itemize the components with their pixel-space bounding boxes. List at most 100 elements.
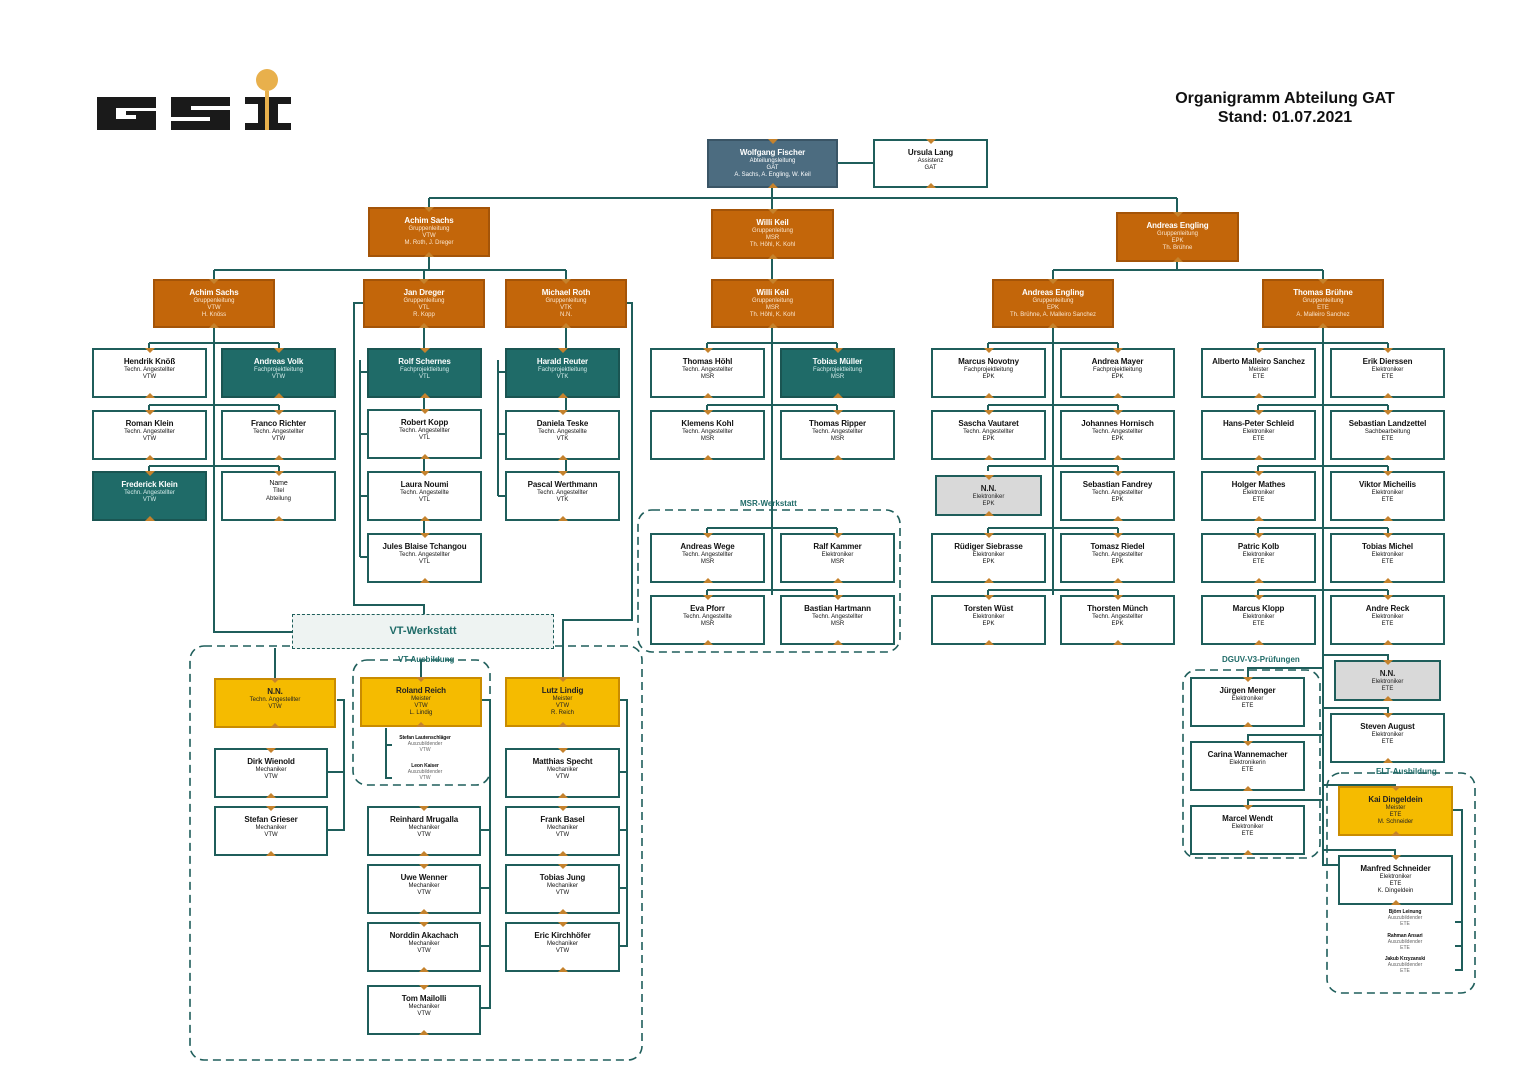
person-role: Techn. Angestellte bbox=[683, 613, 732, 620]
person-name: Jakub Krzyzanski bbox=[1384, 956, 1426, 962]
person-unit: MSR bbox=[700, 558, 715, 565]
person-name: N.N. bbox=[980, 484, 997, 493]
person-role: Techn. Angestellter bbox=[1092, 613, 1143, 620]
gsi-logo bbox=[97, 69, 291, 130]
person-unit: VTK bbox=[556, 496, 569, 503]
person-unit: VTW bbox=[555, 889, 570, 896]
person-role: Gruppenleitung bbox=[403, 297, 445, 304]
connector-line bbox=[497, 302, 633, 677]
date-text: Stand: 01.07.2021 bbox=[1217, 109, 1353, 127]
person-name: Sebastian Fandrey bbox=[1082, 480, 1153, 489]
person-unit: Abteilung bbox=[265, 495, 292, 502]
person-role: Gruppenleitung bbox=[193, 297, 235, 304]
person-unit: ETE bbox=[1381, 373, 1394, 380]
person-name: Thomas Ripper bbox=[809, 419, 866, 428]
person-name: Marcus Klopp bbox=[1232, 604, 1285, 613]
person-name: Daniela Teske bbox=[536, 419, 589, 428]
person-unit: EPK bbox=[1111, 558, 1124, 565]
person-role: Auszubildender bbox=[1387, 939, 1423, 945]
person-role: Elektroniker bbox=[1242, 489, 1275, 496]
person-name: Marcel Wendt bbox=[1222, 814, 1273, 823]
person-name: Björn Leinung bbox=[1388, 909, 1422, 915]
person-name: Roland Reich bbox=[396, 686, 446, 695]
person-unit: EPK bbox=[982, 435, 995, 442]
person-role: Meister bbox=[1248, 366, 1269, 373]
person-role: Elektroniker bbox=[1231, 695, 1264, 702]
person-role: Elektroniker bbox=[1371, 551, 1404, 558]
person-unit: ETE bbox=[1389, 880, 1402, 887]
person-deputy: N.N. bbox=[560, 311, 572, 318]
person-role: Elektroniker bbox=[972, 551, 1005, 558]
person-unit: VTW bbox=[417, 1010, 431, 1017]
person-role: Elektroniker bbox=[972, 493, 1005, 500]
person-name: Carina Wannemacher bbox=[1207, 750, 1288, 759]
elt-ausbildung-label: ELT-Ausbildung bbox=[1376, 767, 1437, 776]
person-deputy: R. Kopp bbox=[413, 311, 435, 318]
person-name: Steven August bbox=[1360, 722, 1415, 731]
person-unit: GAT bbox=[766, 164, 779, 171]
person-role: Techn. Angestellter bbox=[1092, 551, 1143, 558]
person-role: Techn. Angestellter bbox=[812, 613, 863, 620]
connector-line bbox=[213, 257, 567, 279]
person-unit: EPK bbox=[982, 620, 995, 627]
person-role: Sachbearbeitung bbox=[1364, 428, 1411, 435]
person-role: Elektronikerin bbox=[1229, 759, 1266, 766]
person-role: Elektroniker bbox=[821, 551, 854, 558]
person-role: Auszubildender bbox=[1387, 915, 1423, 921]
person-role: Techn. Angestellter bbox=[124, 489, 175, 496]
person-unit: VTW bbox=[417, 889, 431, 896]
person-name: Dirk Wienold bbox=[247, 757, 295, 766]
person-role: Techn. Angestellter bbox=[249, 696, 301, 703]
person-name: Eva Pforr bbox=[690, 604, 725, 613]
person-role: Auszubildender bbox=[1387, 962, 1423, 968]
person-unit: EPK bbox=[1111, 435, 1124, 442]
person-unit: VTL bbox=[418, 373, 430, 380]
person-name: Jan Dreger bbox=[403, 288, 445, 297]
msr-werkstatt-frame bbox=[637, 509, 901, 653]
person-unit: VTW bbox=[417, 947, 431, 954]
person-name: Tom Mailolli bbox=[401, 994, 447, 1003]
person-name: Willi Keil bbox=[756, 218, 789, 227]
person-unit: ETE bbox=[1241, 766, 1254, 773]
person-deputy: A. Malleiro Sanchez bbox=[1296, 311, 1350, 318]
person-unit: MSR bbox=[830, 620, 845, 627]
person-role: Meister bbox=[1385, 804, 1406, 811]
person-unit: MSR bbox=[700, 373, 715, 380]
person-name: Michael Roth bbox=[541, 288, 591, 297]
person-role: Mechaniker bbox=[255, 824, 287, 831]
person-unit: VTW bbox=[264, 773, 278, 780]
person-unit: VTW bbox=[555, 702, 570, 709]
person-role: Meister bbox=[552, 695, 573, 702]
person-unit: ETE bbox=[1400, 921, 1410, 927]
person-role: Elektroniker bbox=[1371, 678, 1404, 685]
person-name: Laura Noumi bbox=[400, 480, 449, 489]
person-unit: VTW bbox=[264, 831, 278, 838]
person-unit: VTL bbox=[418, 558, 430, 565]
person-deputy: Th. Höhl, K. Kohl bbox=[749, 311, 796, 318]
